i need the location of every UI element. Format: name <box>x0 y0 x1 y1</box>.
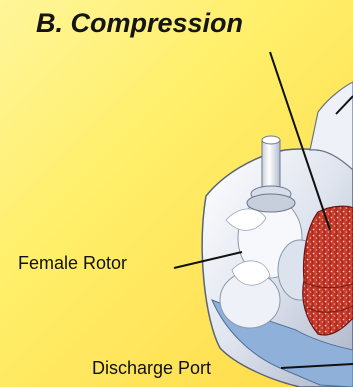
diagram-title: B. Compression <box>36 8 243 39</box>
label-female-rotor: Female Rotor <box>18 253 127 274</box>
label-discharge-port: Discharge Port <box>92 358 211 379</box>
